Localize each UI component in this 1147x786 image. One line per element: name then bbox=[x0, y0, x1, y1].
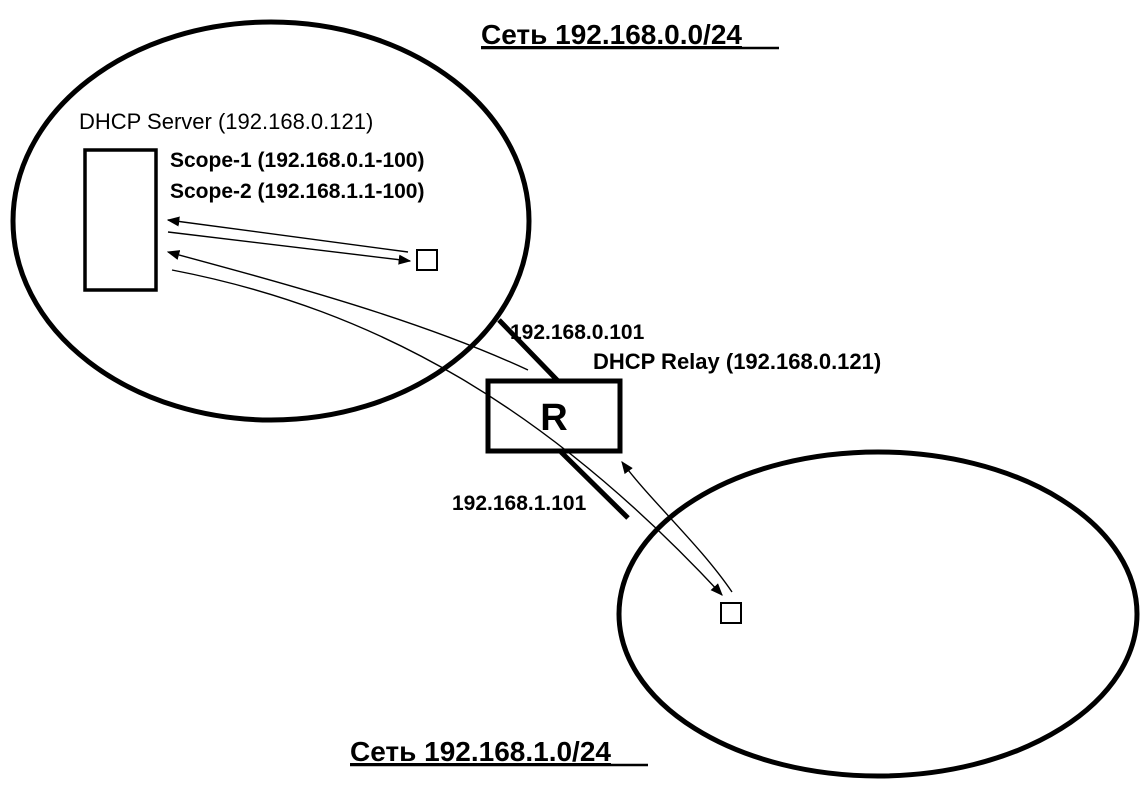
dhcp-server-box bbox=[83, 148, 158, 292]
network-1-ellipse bbox=[616, 449, 1140, 779]
link-top bbox=[497, 318, 560, 383]
router-box bbox=[485, 378, 623, 454]
arrow-server-to-client0 bbox=[167, 231, 412, 265]
scope-1-label: Scope-1 (192.168.0.1-100) bbox=[170, 149, 424, 172]
arrow-client1-to-relay bbox=[621, 460, 733, 593]
client-net1 bbox=[720, 602, 742, 624]
arrow-client0-to-server bbox=[166, 216, 409, 253]
network-0-ellipse bbox=[10, 19, 532, 423]
router-iface-bottom-ip: 192.168.1.101 bbox=[452, 492, 587, 515]
network-0-title: Сеть 192.168.0.0/24 bbox=[481, 19, 742, 50]
arrow-relay-to-server bbox=[166, 250, 529, 371]
network-1-title: Сеть 192.168.1.0/24 bbox=[350, 736, 611, 767]
dhcp-server-title: DHCP Server (192.168.0.121) bbox=[79, 109, 373, 134]
scope-2-label: Scope-2 (192.168.1.1-100) bbox=[170, 180, 424, 203]
dhcp-relay-label: DHCP Relay (192.168.0.121) bbox=[593, 349, 881, 374]
router-label: R bbox=[540, 397, 567, 439]
router-iface-top-ip: 192.168.0.101 bbox=[510, 321, 645, 344]
arrow-server-to-client1 bbox=[171, 269, 723, 596]
link-bottom bbox=[559, 450, 630, 520]
client-net0 bbox=[416, 249, 438, 271]
